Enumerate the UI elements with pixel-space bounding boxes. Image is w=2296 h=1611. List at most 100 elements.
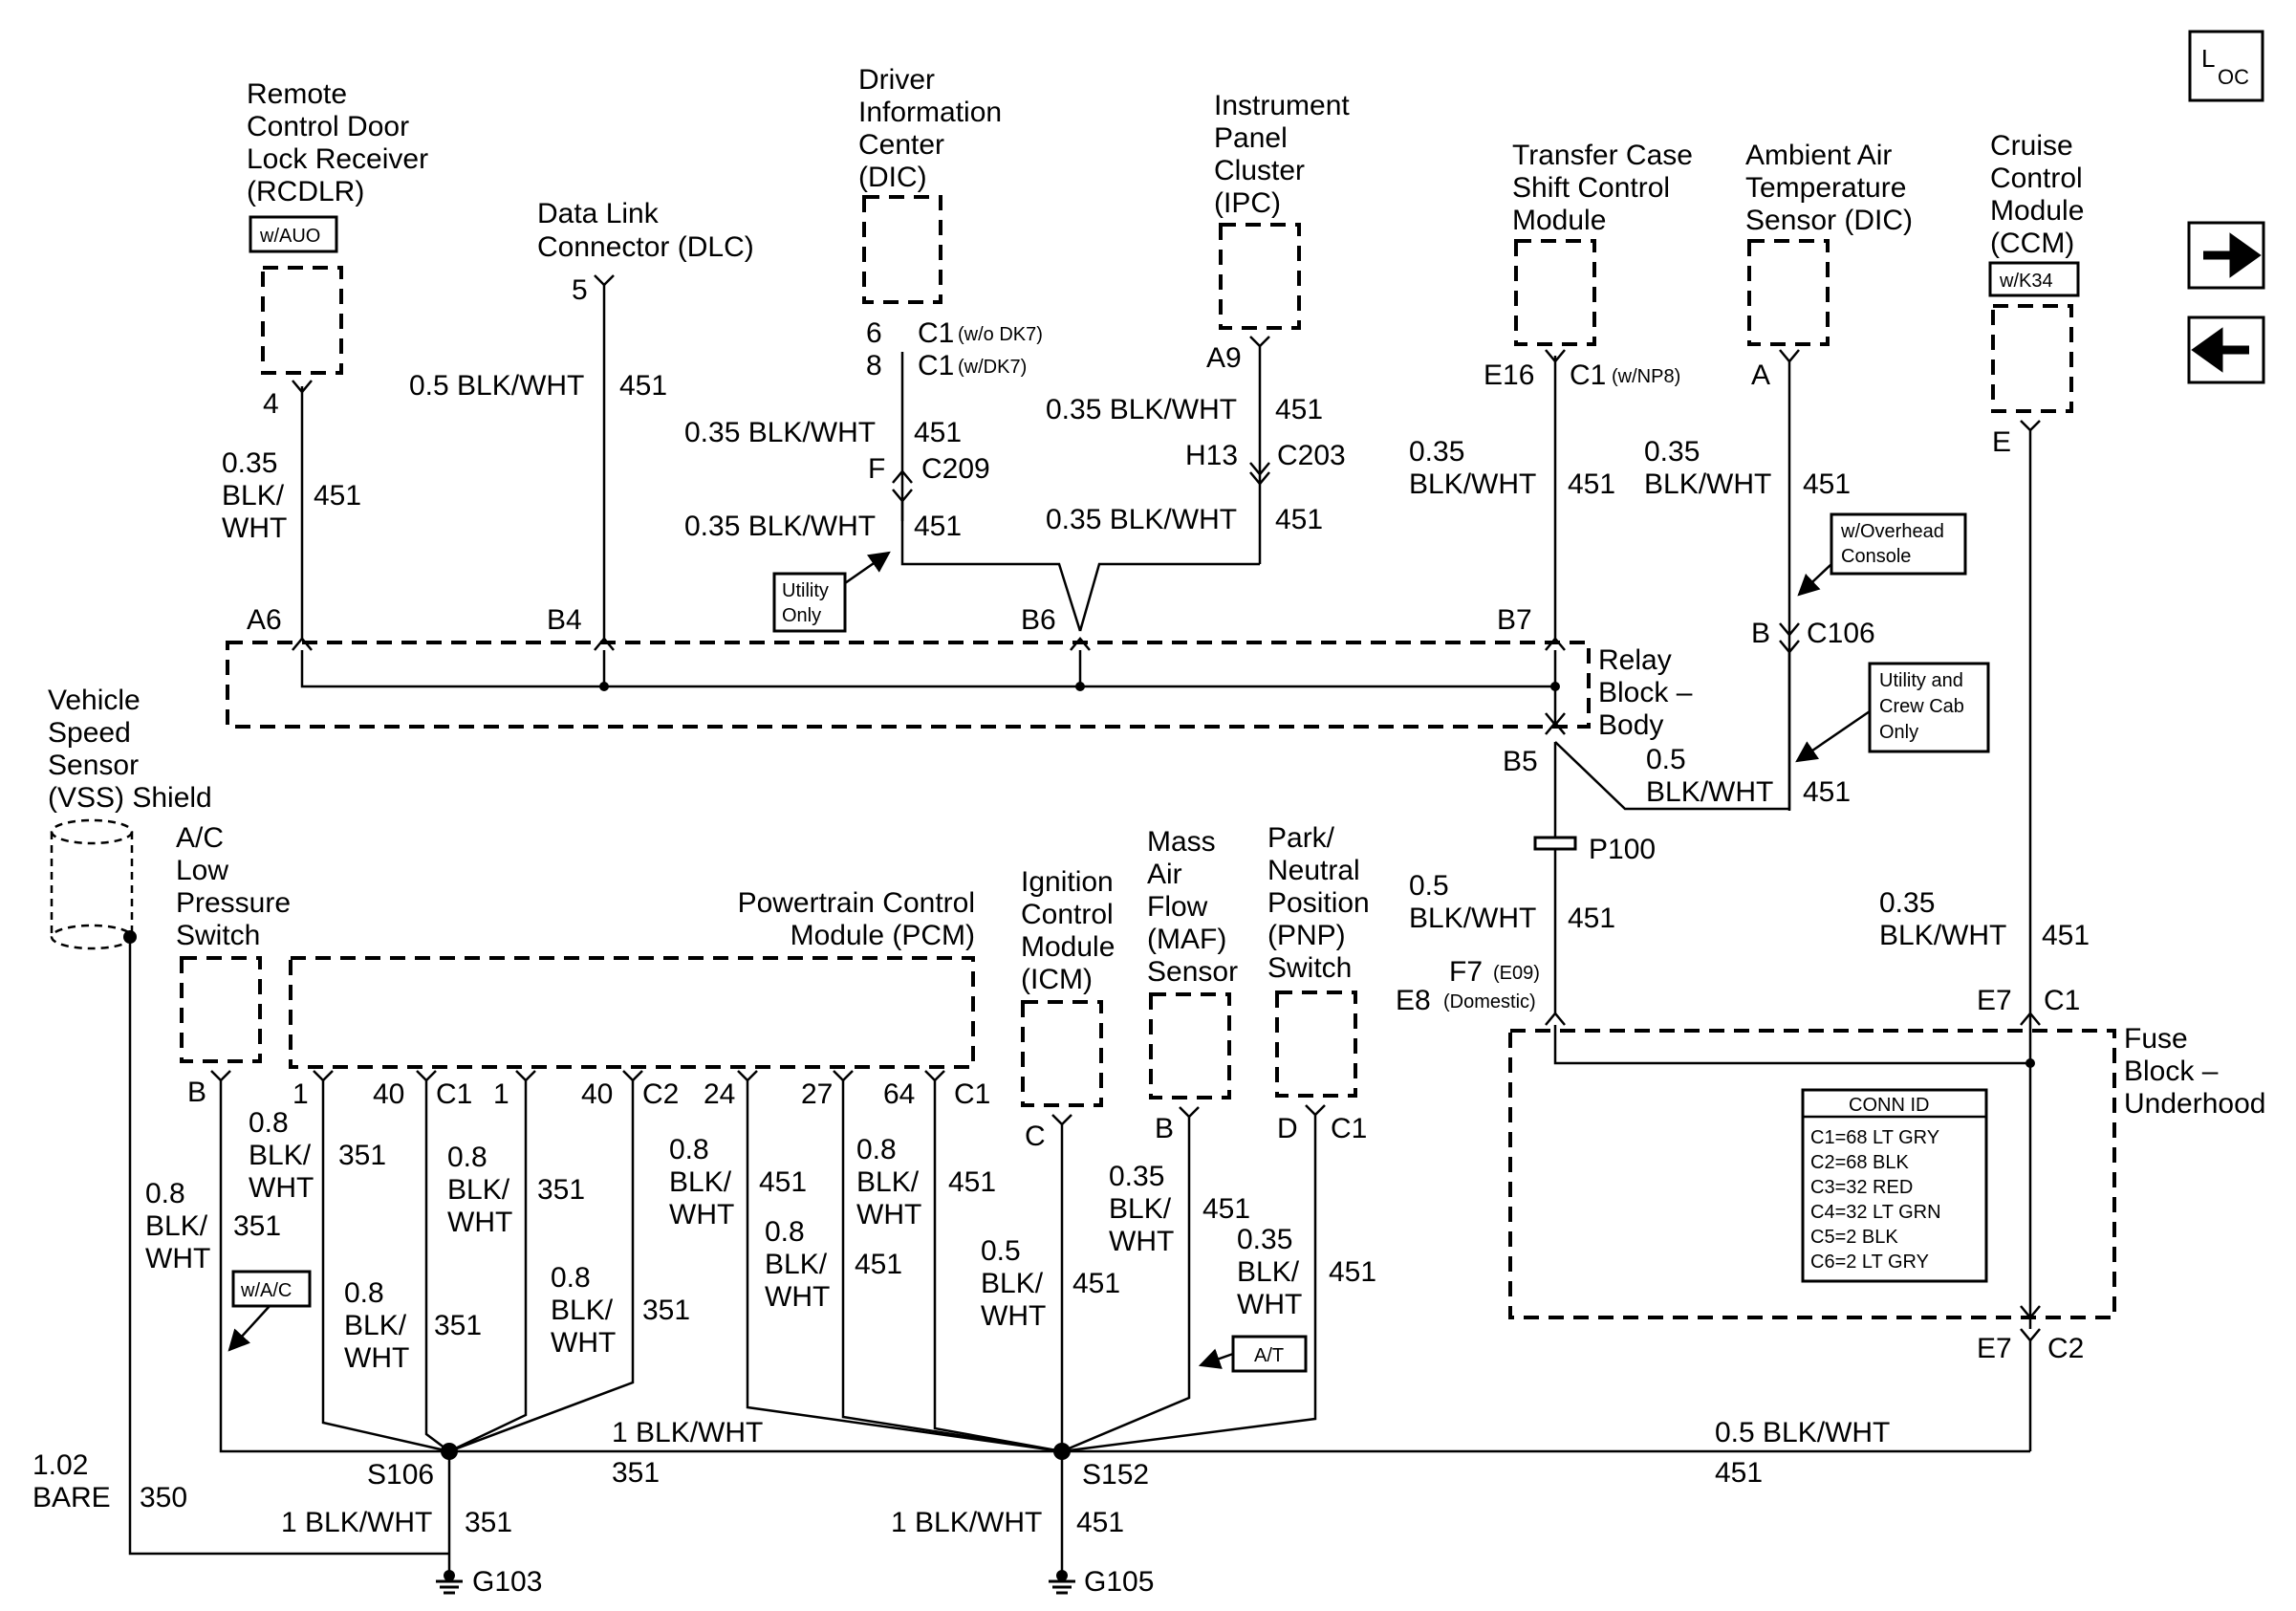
svg-text:Pressure: Pressure <box>176 887 291 919</box>
dic-component <box>862 195 942 304</box>
ground-g105-icon <box>1049 1570 1075 1595</box>
wire-size: BLK/WHT <box>1644 468 1771 500</box>
circuit-number: 451 <box>1076 1507 1124 1538</box>
circuit-number: 351 <box>465 1507 512 1538</box>
tcscm-label: Transfer Case Shift Control Module <box>1512 140 1693 236</box>
svg-text:Fuse: Fuse <box>2124 1023 2188 1055</box>
svg-text:Block –: Block – <box>1598 677 1693 708</box>
arrow-left-icon <box>2191 327 2249 373</box>
svg-text:Switch: Switch <box>176 920 260 951</box>
svg-text:Only: Only <box>1879 722 1918 743</box>
circuit-number: 451 <box>914 417 962 448</box>
circuit-number: 451 <box>1568 903 1615 934</box>
wire-size: BLK/ <box>249 1140 312 1171</box>
wire-size: 0.35 BLK/WHT <box>684 511 876 542</box>
wire-size: 0.35 BLK/WHT <box>1046 504 1237 535</box>
wire-size: WHT <box>344 1342 409 1374</box>
forward-button[interactable] <box>2187 221 2265 290</box>
svg-text:(RCDLR): (RCDLR) <box>247 176 364 207</box>
pin-label: C <box>1025 1121 1046 1152</box>
wire-size: 0.35 BLK/WHT <box>684 417 876 448</box>
wire-size: 1 BLK/WHT <box>891 1507 1042 1538</box>
wire-size: 0.5 BLK/WHT <box>409 370 584 402</box>
wire-size: BLK/ <box>551 1295 614 1326</box>
arrow-right-icon <box>2203 232 2262 278</box>
relay-block <box>226 641 1591 729</box>
ccm-option-box: w/K34 <box>1988 261 2080 297</box>
svg-text:w/Overhead: w/Overhead <box>1840 521 1944 542</box>
svg-text:Console: Console <box>1841 546 1911 567</box>
circuit-number: 451 <box>619 370 667 402</box>
circuit-number: 451 <box>1202 1193 1250 1225</box>
wire-size: BLK/ <box>447 1174 510 1206</box>
circuit-number: 451 <box>914 511 962 542</box>
overhead-console-note: w/Overhead Console <box>1797 512 1967 597</box>
wire-size: 0.5 <box>1409 870 1449 902</box>
pin-label: 40 <box>581 1078 613 1110</box>
wire-size: 1.02 <box>32 1449 88 1481</box>
wire-size: BLK/ <box>145 1210 208 1242</box>
pin-label: 5 <box>572 274 588 306</box>
pin-label: E8 <box>1396 985 1431 1016</box>
pin-label: 40 <box>373 1078 404 1110</box>
icm-label: Ignition Control Module (ICM) <box>1021 866 1115 995</box>
splice-s152-dot <box>1053 1443 1071 1460</box>
svg-text:Shift Control: Shift Control <box>1512 172 1670 204</box>
wire-size: 0.8 <box>765 1216 805 1248</box>
connector-label: C203 <box>1277 440 1346 471</box>
pin-label: 24 <box>704 1078 735 1110</box>
aats-label: Ambient Air Temperature Sensor (DIC) <box>1745 140 1913 236</box>
svg-text:Air: Air <box>1147 859 1182 890</box>
circuit-number: 451 <box>314 480 361 512</box>
relay-block-label: Relay Block – Body <box>1598 644 1693 741</box>
wire-size: 0.5 <box>981 1235 1021 1267</box>
wire-size: 0.8 <box>551 1262 591 1294</box>
wire-size: 0.8 <box>344 1277 384 1309</box>
wire-size: WHT <box>551 1327 616 1359</box>
circuit-number: 451 <box>1568 468 1615 500</box>
connector-label: C2 <box>2047 1333 2084 1364</box>
conn-id-table: CONN ID C1=68 LT GRY C2=68 BLK C3=32 RED… <box>1801 1088 1988 1283</box>
svg-text:Powertrain Control: Powertrain Control <box>738 887 975 919</box>
circuit-number: 351 <box>233 1210 281 1242</box>
pin-label: F <box>868 453 885 485</box>
maf-label: Mass Air Flow (MAF) Sensor <box>1147 826 1238 988</box>
loc-button[interactable]: L OC <box>2188 30 2264 102</box>
svg-text:Ambient Air: Ambient Air <box>1745 140 1892 171</box>
rcdlr-component <box>261 266 343 375</box>
svg-text:Module (PCM): Module (PCM) <box>791 920 975 951</box>
wire-size: BLK/WHT <box>1409 903 1536 934</box>
loc-label-oc: OC <box>2218 65 2249 89</box>
circuit-number: 451 <box>2042 920 2090 951</box>
wire-size: 0.35 BLK/WHT <box>1046 394 1237 425</box>
svg-text:Sensor: Sensor <box>1147 956 1238 988</box>
svg-text:Center: Center <box>858 129 944 161</box>
dic-label: Driver Information Center (DIC) <box>858 64 1002 193</box>
pin-label: A6 <box>247 604 282 636</box>
splice-s106-label: S106 <box>367 1459 434 1491</box>
svg-text:w/K34: w/K34 <box>1999 271 2053 292</box>
fuse-block <box>1508 1029 2116 1319</box>
svg-text:Control Door: Control Door <box>247 111 409 142</box>
wire-size: WHT <box>222 512 287 544</box>
wire-size: BLK/ <box>1109 1193 1172 1225</box>
wire-size: 0.35 <box>222 447 277 479</box>
wire-size: BLK/ <box>856 1166 920 1198</box>
wire-size: 0.5 <box>1646 744 1686 775</box>
pin-label: D <box>1277 1113 1298 1144</box>
wire-size: 0.35 <box>1644 436 1700 468</box>
circuit-number: 451 <box>948 1166 996 1198</box>
wire-size: BLK/WHT <box>1646 776 1773 808</box>
connector-note: (w/DK7) <box>958 357 1027 378</box>
wire-size: BLK/WHT <box>1879 920 2006 951</box>
at-note: A/T <box>1198 1335 1308 1373</box>
back-button[interactable] <box>2187 316 2265 384</box>
svg-text:Body: Body <box>1598 709 1663 741</box>
svg-text:Only: Only <box>782 605 821 626</box>
circuit-number: 451 <box>1329 1256 1376 1288</box>
svg-text:Cluster: Cluster <box>1214 155 1305 186</box>
wire-size: BLK/ <box>1237 1256 1300 1288</box>
svg-text:Flow: Flow <box>1147 891 1208 923</box>
svg-text:CONN ID: CONN ID <box>1849 1095 1929 1116</box>
